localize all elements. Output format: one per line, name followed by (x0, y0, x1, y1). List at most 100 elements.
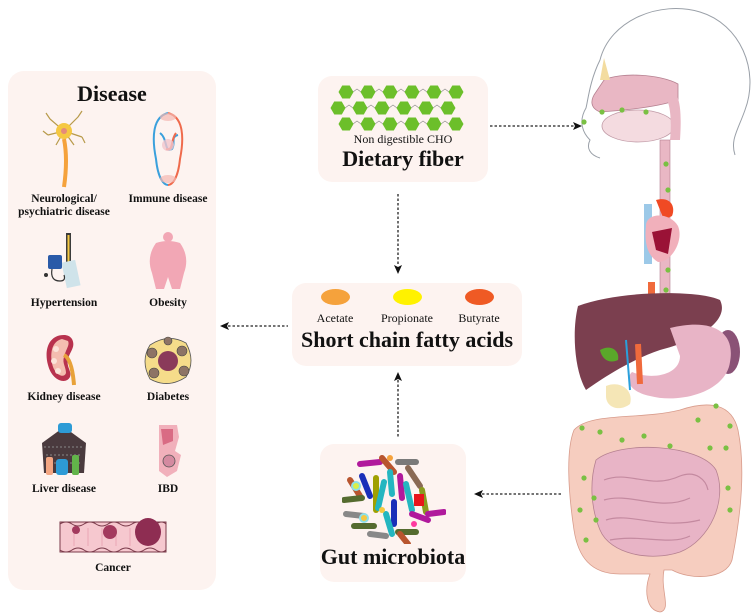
head-outline (581, 8, 751, 159)
microbe-dot-icon (665, 187, 671, 193)
blood-pressure-monitor-icon (44, 233, 81, 289)
sugar-hexagon-icon (448, 117, 464, 131)
sugar-hexagon-icon (426, 117, 442, 131)
sugar-hexagon-icon (330, 101, 346, 115)
disease-label: Kidney disease (27, 391, 101, 403)
microbe-dot-icon (695, 417, 701, 423)
neuron-icon (42, 110, 86, 188)
microbe-dot-icon (663, 161, 669, 167)
kidney-icon (46, 335, 76, 386)
disease-item-liver: Liver disease (12, 423, 116, 496)
sugar-hexagon-icon (382, 85, 398, 99)
arrow-fiber-to-mouth (490, 122, 582, 130)
fiber-chain-icon (330, 85, 464, 131)
disease-item-kidney: Kidney disease (12, 333, 116, 404)
microbe-dot-icon (725, 485, 731, 491)
microbe-dot-icon (713, 403, 719, 409)
sugar-hexagon-icon (404, 117, 420, 131)
nasal-cavity (591, 74, 679, 113)
arrow-scfa-to-disease (220, 322, 288, 330)
sugar-hexagon-icon (404, 85, 420, 99)
disease-label: Immune disease (128, 193, 208, 205)
disease-label: Cancer (95, 562, 131, 574)
disease-panel: Disease Neurological/ psychiatric diseas… (8, 71, 216, 590)
heart (644, 199, 680, 264)
microbe-dot-icon (597, 429, 603, 435)
sugar-hexagon-icon (382, 117, 398, 131)
acid-name: Butyrate (458, 311, 500, 325)
microbiota-title: Gut microbiota (320, 544, 466, 569)
sugar-hexagon-icon (360, 117, 376, 131)
scfa-acid-acetate: Acetate (304, 289, 366, 326)
disease-label: IBD (157, 483, 179, 495)
disease-label: Hypertension (30, 297, 98, 309)
sugar-hexagon-icon (396, 101, 412, 115)
microbe-dot-icon (591, 495, 597, 501)
disease-item-hypertension: Hypertension (12, 231, 116, 310)
disease-label: Obesity (149, 297, 187, 309)
liver (574, 293, 722, 390)
microbe-dot-icon (599, 109, 605, 115)
microbe-dot-icon (643, 109, 649, 115)
microbe-dot-icon (723, 445, 729, 451)
obese-body-icon (149, 232, 187, 289)
pancreatic-islet-icon (144, 336, 192, 384)
gut-microbiota-card: Gut microbiota (320, 444, 466, 582)
disease-item-obesity: Obesity (120, 231, 216, 310)
disease-panel-title: Disease (77, 81, 147, 106)
microbe-dot-icon (579, 425, 585, 431)
immune-system-icon (152, 112, 184, 186)
microbe-dot-icon (593, 517, 599, 523)
liver-lobule-icon (42, 423, 86, 475)
arrow-gut-to-microbiota (474, 490, 562, 498)
fiber-title: Dietary fiber (342, 146, 464, 171)
disease-item-immune: Immune disease (120, 109, 216, 206)
acid-name: Acetate (316, 311, 354, 325)
scfa-acid-propionate: Propionate (376, 289, 438, 326)
disease-item-diabetes: Diabetes (120, 333, 216, 404)
inflamed-bowel-icon (159, 425, 181, 477)
digestive-system-illustration (568, 8, 751, 613)
acid-name: Propionate (381, 311, 433, 325)
disease-label: Neurological/ (31, 193, 97, 205)
sugar-hexagon-icon (360, 85, 376, 99)
dietary-fiber-card: Non digestible CHO Dietary fiber (318, 76, 488, 182)
sugar-hexagon-icon (338, 85, 354, 99)
tongue (601, 109, 675, 143)
fiber-subtitle: Non digestible CHO (353, 132, 453, 146)
scfa-acid-butyrate: Butyrate (448, 289, 510, 326)
pharynx (666, 90, 681, 140)
disease-label: psychiatric disease (18, 206, 110, 218)
microbe-dot-icon (583, 537, 589, 543)
microbe-dot-icon (667, 443, 673, 449)
microbe-dot-icon (663, 287, 669, 293)
acetate-blob-icon (320, 289, 350, 305)
microbe-dot-icon (707, 445, 713, 451)
microbe-dot-icon (577, 507, 583, 513)
microbe-dot-icon (619, 437, 625, 443)
microbe-dot-icon (581, 119, 587, 125)
sugar-hexagon-icon (440, 101, 456, 115)
sugar-hexagon-icon (418, 101, 434, 115)
butyrate-blob-icon (464, 289, 494, 305)
arrow-microbiota-to-scfa (394, 372, 402, 438)
propionate-blob-icon (392, 289, 422, 305)
sugar-hexagon-icon (374, 101, 390, 115)
scfa-acid-list: Acetate Propionate Butyrate (292, 289, 522, 326)
microbe-dot-icon (727, 507, 733, 513)
microbe-dot-icon (665, 267, 671, 273)
colon-tumor-icon (59, 518, 167, 553)
disease-item-cancer: Cancer (48, 516, 178, 575)
sugar-hexagon-icon (352, 101, 368, 115)
scfa-title: Short chain fatty acids (300, 327, 514, 352)
sugar-hexagon-icon (426, 85, 442, 99)
sugar-hexagon-icon (448, 85, 464, 99)
microbe-dot-icon (727, 423, 733, 429)
bacteria-cluster-icon (342, 455, 446, 544)
sugar-hexagon-icon (338, 117, 354, 131)
scfa-card: Acetate Propionate Butyrate Short chain … (292, 283, 522, 366)
microbe-dot-icon (581, 475, 587, 481)
stomach (628, 324, 731, 399)
arrow-fiber-to-scfa (394, 194, 402, 274)
disease-label: Liver disease (32, 483, 96, 495)
